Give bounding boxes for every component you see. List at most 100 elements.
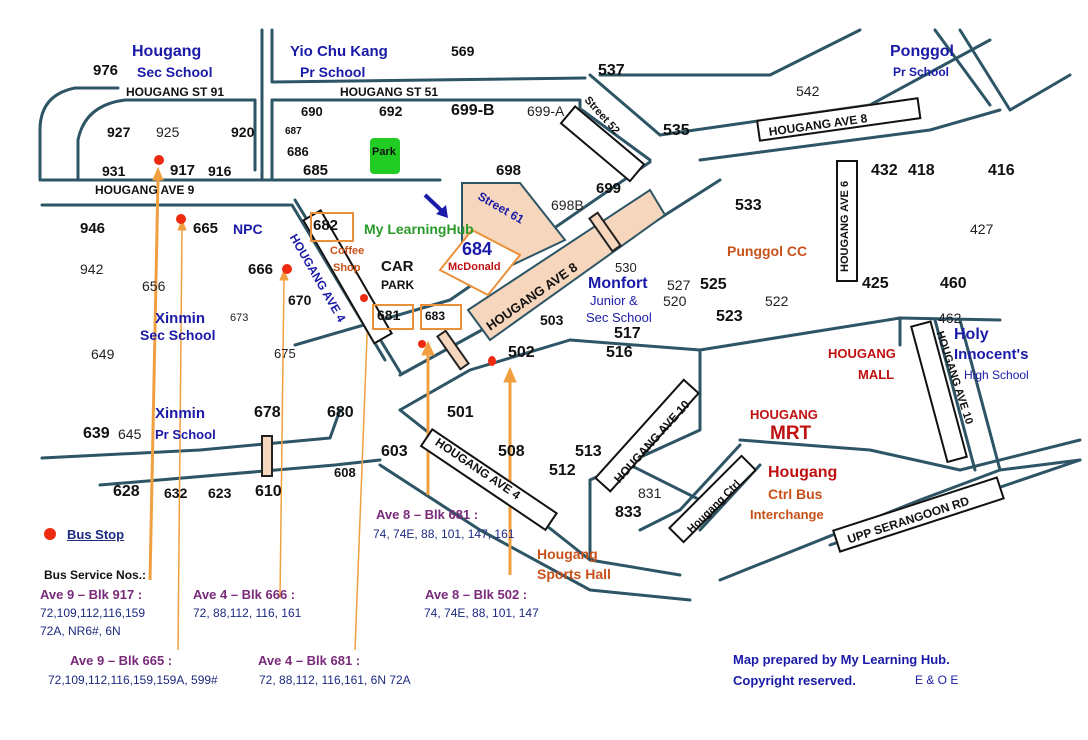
blk-683: 683 (425, 309, 446, 323)
interchange-3: Interchange (750, 507, 824, 522)
blk-517: 517 (614, 325, 641, 342)
coffee-label-2: Shop (333, 262, 361, 274)
blk-699: 699 (596, 180, 622, 197)
blk-931: 931 (102, 163, 126, 179)
blk681-box (372, 304, 414, 330)
bus-service-label: Bus Service Nos.: (44, 568, 147, 582)
interchange-1: Hougang (768, 464, 838, 481)
blk-698: 698 (496, 162, 522, 179)
blk-690: 690 (301, 104, 323, 119)
bus-stop-665[interactable] (176, 214, 186, 224)
blk-542: 542 (796, 83, 820, 99)
blk-678: 678 (254, 404, 281, 421)
blk-682: 682 (313, 217, 339, 234)
blk-831: 831 (638, 485, 662, 501)
blk-649: 649 (91, 346, 115, 362)
blk-920: 920 (231, 124, 255, 140)
sports-hall-2: Sports Hall (537, 566, 611, 582)
ponggol-type: Pr School (893, 65, 950, 79)
bus-stop-681-ave4[interactable] (360, 294, 368, 302)
hougang-mall-1: HOUGANG (828, 346, 896, 361)
blk-418: 418 (908, 162, 935, 179)
hougang-mall-2: MALL (858, 367, 895, 382)
xinmin-pr-name: Xinmin (155, 405, 206, 422)
blk-680: 680 (327, 404, 354, 421)
ave8-overpass (436, 329, 470, 371)
bus-info-routes: 72, 88,112, 116,161, 6N 72A (259, 673, 411, 687)
blk-681: 681 (377, 307, 401, 323)
blk-503: 503 (540, 312, 564, 328)
blk-632: 632 (164, 485, 188, 501)
blk-675: 675 (274, 346, 296, 361)
blk-502: 502 (508, 344, 535, 361)
bus-info-routes: 74, 74E, 88, 101, 147, 161 (373, 527, 515, 541)
bus-info-title: Ave 4 – Blk 681 : (258, 653, 361, 668)
blk-686: 686 (287, 144, 309, 159)
blk-666: 666 (248, 261, 274, 278)
footer-eoe: E & O E (915, 673, 959, 687)
blk-916: 916 (208, 163, 232, 179)
blk-512: 512 (549, 462, 576, 479)
blk-525: 525 (700, 276, 727, 293)
car-park-label-1: CAR (381, 258, 414, 275)
blk-432: 432 (871, 162, 898, 179)
blk-516: 516 (606, 344, 633, 361)
blk-946: 946 (80, 220, 106, 237)
ave8-band (466, 188, 667, 342)
blk-460: 460 (940, 275, 967, 292)
blk-925: 925 (156, 124, 180, 140)
blk-673: 673 (230, 312, 249, 324)
road-ave6: HOUGANG AVE 6 (839, 180, 851, 272)
blk-533: 533 (735, 197, 762, 214)
bus-info-title: Ave 9 – Blk 665 : (70, 653, 173, 668)
mlh-arrow-icon (423, 193, 448, 218)
bus-info-routes: 74, 74E, 88, 101, 147 (424, 606, 539, 620)
blk-687: 687 (285, 126, 302, 137)
ave8-overpass-2 (588, 211, 622, 253)
blk-508: 508 (498, 443, 525, 460)
hougang-mrt-2: MRT (770, 423, 812, 444)
bus-info-routes: 72,109,112,116,159,159A, 599# (48, 673, 218, 687)
hougang-sec-name: Hougang (132, 43, 202, 60)
blk-569: 569 (451, 43, 475, 59)
road-ave6-box (836, 160, 858, 282)
yck-type: Pr School (300, 64, 366, 80)
blk-699b: 699-B (451, 102, 495, 119)
road-st91: HOUGANG ST 91 (126, 85, 225, 99)
sports-hall-1: Hougang (537, 546, 598, 562)
blk-628: 628 (113, 483, 140, 500)
hougang-mrt-1: HOUGANG (750, 407, 818, 422)
monfort-name: Monfort (588, 275, 648, 292)
bus-info-routes: 72A, NR6#, 6N (40, 624, 121, 638)
blk-699a: 699-A (527, 103, 565, 119)
blk684-label: 684 (462, 239, 493, 259)
blk-639: 639 (83, 425, 110, 442)
blk-513: 513 (575, 443, 602, 460)
npc-label: NPC (233, 221, 263, 237)
bus-info-title: Ave 8 – Blk 502 : (425, 587, 528, 602)
blk-523: 523 (716, 308, 743, 325)
blk-520: 520 (663, 293, 687, 309)
blk-645: 645 (118, 426, 142, 442)
blk-530: 530 (615, 260, 637, 275)
blk-685: 685 (303, 162, 329, 179)
mcdonald-label: McDonald (448, 261, 501, 273)
blk-833: 833 (615, 504, 642, 521)
blk-603: 603 (381, 443, 408, 460)
ponggol-name: Ponggol (890, 43, 954, 60)
bus-stop-legend-icon (44, 528, 56, 540)
hougang-sec-type: Sec School (137, 64, 213, 80)
blk-656: 656 (142, 278, 166, 294)
bus-stop-legend-label: Bus Stop (67, 527, 125, 542)
blk683-box (420, 304, 462, 330)
bus-stop-917[interactable] (154, 155, 164, 165)
bus-stop-502[interactable] (488, 356, 496, 366)
blk-610: 610 (255, 483, 282, 500)
monfort-type2: Sec School (586, 310, 652, 325)
xinmin-overpass (261, 435, 273, 477)
bus-stop-666[interactable] (282, 264, 292, 274)
blk-425: 425 (862, 275, 889, 292)
coffee-label-1: Coffee (330, 245, 365, 257)
blk-527: 527 (667, 277, 691, 293)
bus-stop-681-ave8[interactable] (418, 340, 426, 348)
